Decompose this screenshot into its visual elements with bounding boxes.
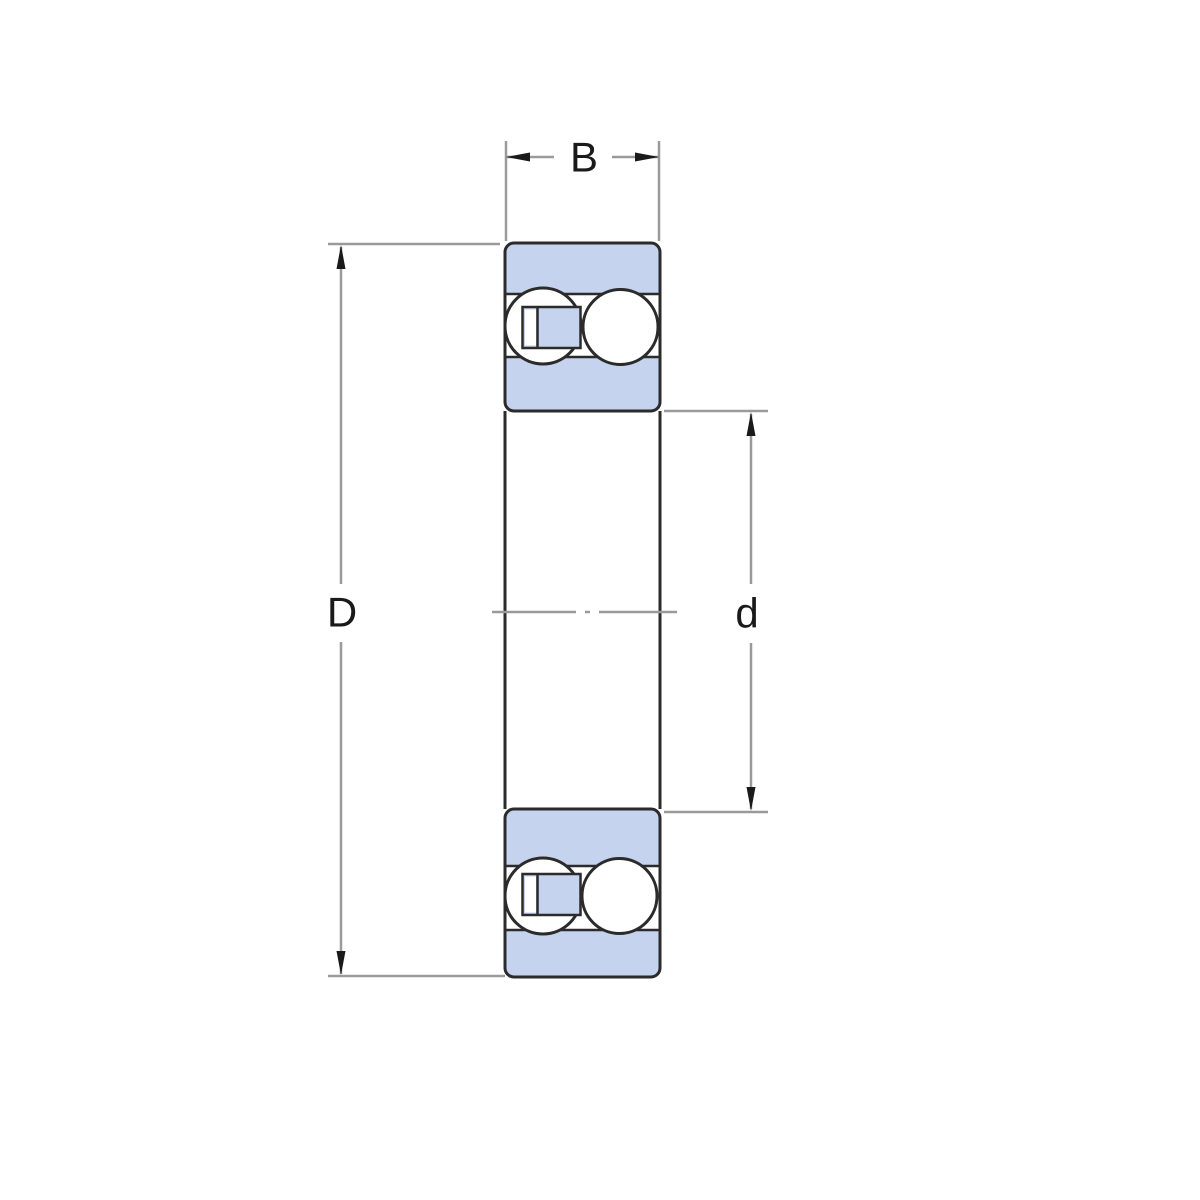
bearing-middle-section [492, 411, 677, 809]
b-arrow-right-icon [635, 152, 659, 162]
cage-upper [521, 305, 582, 350]
cage-highlight-upper [525, 309, 536, 346]
inner-ring-upper [505, 357, 660, 411]
width-label: B [570, 134, 598, 181]
ball-front-lower [580, 857, 659, 935]
d-bore-arrow-up-icon [746, 412, 756, 436]
outer-ring-upper [505, 243, 660, 294]
bore-diameter-label: d [735, 590, 758, 637]
d-bore-arrow-down-icon [746, 787, 756, 811]
lower-section-outline [503, 807, 662, 979]
dimension-width-B: B [504, 134, 661, 241]
dimension-bore-diameter-d: d [664, 409, 768, 814]
outer-ring-lower [505, 930, 660, 977]
d-outer-arrow-down-icon [336, 951, 346, 975]
d-outer-arrow-up-icon [336, 245, 346, 269]
cage-highlight-lower [525, 876, 536, 913]
ball-front-upper [581, 288, 660, 366]
b-arrow-left-icon [506, 152, 530, 162]
bearing-upper-section [503, 241, 662, 413]
bearing-lower-section [503, 807, 662, 979]
upper-section-outline [503, 241, 662, 413]
outer-diameter-label: D [327, 589, 357, 636]
cage-lower [521, 872, 582, 917]
inner-ring-lower [505, 809, 660, 866]
dimension-outer-diameter-D: D [327, 242, 505, 978]
